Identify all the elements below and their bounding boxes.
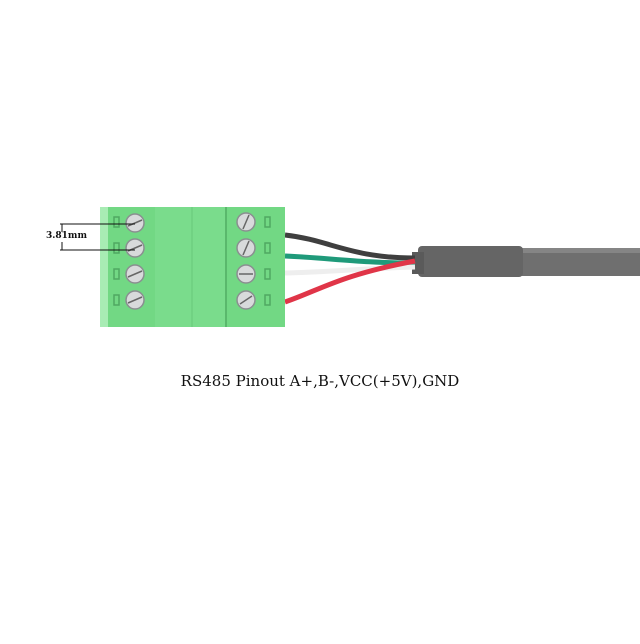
heat-shrink xyxy=(418,246,523,277)
pinout-caption: RS485 Pinout A+,B-,VCC(+5V),GND xyxy=(180,372,460,390)
red-wire xyxy=(284,258,416,305)
terminal-block-middle xyxy=(155,207,225,327)
white-wire xyxy=(284,264,416,276)
pin-pitch-label: 3.81mm xyxy=(46,231,87,241)
black-wire xyxy=(284,232,416,261)
terminal-block-right xyxy=(225,207,285,327)
